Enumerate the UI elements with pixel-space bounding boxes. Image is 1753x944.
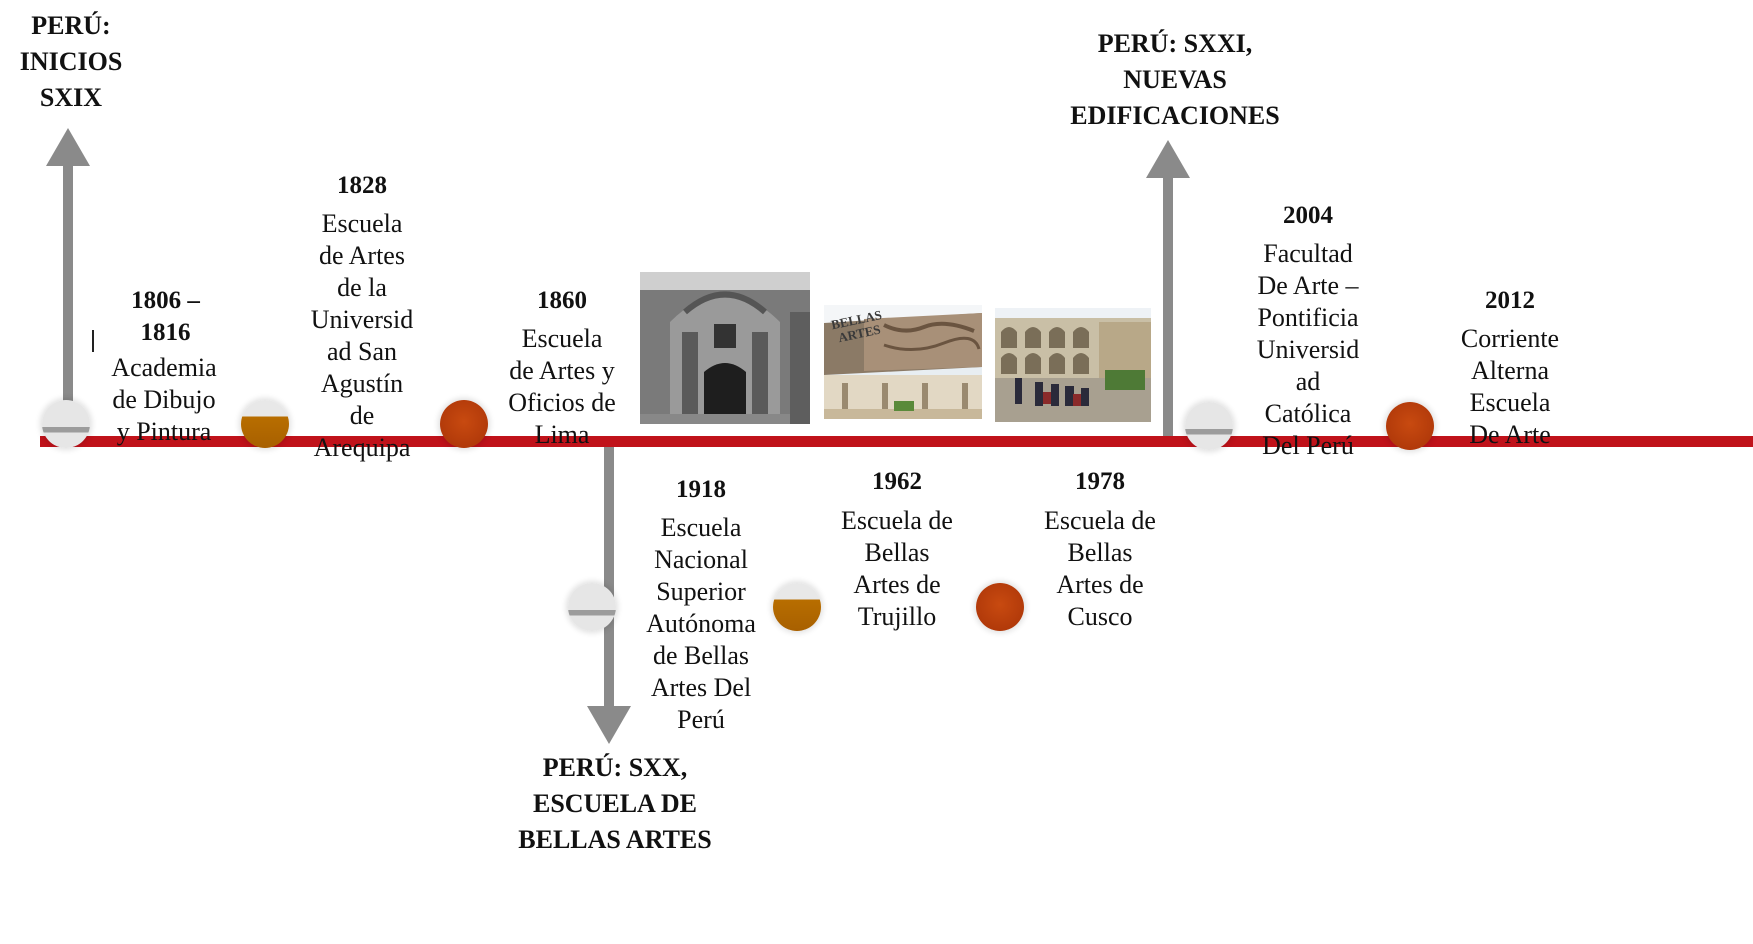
marker-1806 [42, 400, 90, 448]
event-label: Corriente Alterna Escuela De Arte [1460, 324, 1560, 449]
arrow-up-early-head [46, 128, 90, 166]
event-label: Facultad De Arte – Pontificia Universid … [1256, 239, 1360, 460]
event-label: Escuela de Bellas Artes de Cusco [1044, 506, 1156, 631]
event-year: 1828 [337, 172, 387, 199]
event-label: Escuela Nacional Superior Autónoma de Be… [646, 513, 756, 734]
event-label: Academia de Dibujo y Pintura [111, 353, 217, 446]
arrow-up-21st-head [1146, 140, 1190, 178]
marker-2004 [1185, 402, 1233, 450]
arrow-up-21st-shaft [1163, 176, 1173, 436]
arrow-down-head [587, 706, 631, 744]
event-year: 1918 [676, 476, 726, 503]
marker-1860 [440, 400, 488, 448]
arrow-down-shaft [604, 447, 614, 710]
marker-1828 [241, 400, 289, 448]
event-year: 1860 [537, 287, 587, 314]
era-label-20th-century: PERÚ: SXX, ESCUELA DE BELLAS ARTES [518, 753, 712, 854]
photo-bellas-artes-building: BELLAS ARTES [824, 305, 982, 419]
timeline-line [40, 436, 1753, 447]
arrow-up-early-shaft [63, 164, 73, 436]
tick-mark [92, 330, 94, 352]
event-year: 1962 [872, 468, 922, 495]
event-year: 2012 [1485, 287, 1535, 314]
event-label: Escuela de Artes de la Universid ad San … [310, 209, 414, 462]
era-label-early-19th: PERÚ: INICIOS SXIX [19, 11, 123, 112]
event-label: Escuela de Artes y Oficios de Lima [508, 324, 616, 449]
photo-stone-facade [640, 272, 810, 424]
marker-1962 [773, 583, 821, 631]
photo-courtyard [995, 308, 1151, 422]
marker-2012 [1386, 402, 1434, 450]
event-year: 1978 [1075, 468, 1125, 495]
marker-1978 [976, 583, 1024, 631]
era-label-21st-century: PERÚ: SXXI, NUEVAS EDIFICACIONES [1070, 29, 1280, 130]
marker-1918 [568, 583, 616, 631]
event-label: Escuela de Bellas Artes de Trujillo [841, 506, 953, 631]
event-year: 2004 [1283, 202, 1333, 229]
event-year: 1806 – 1816 [131, 287, 200, 346]
